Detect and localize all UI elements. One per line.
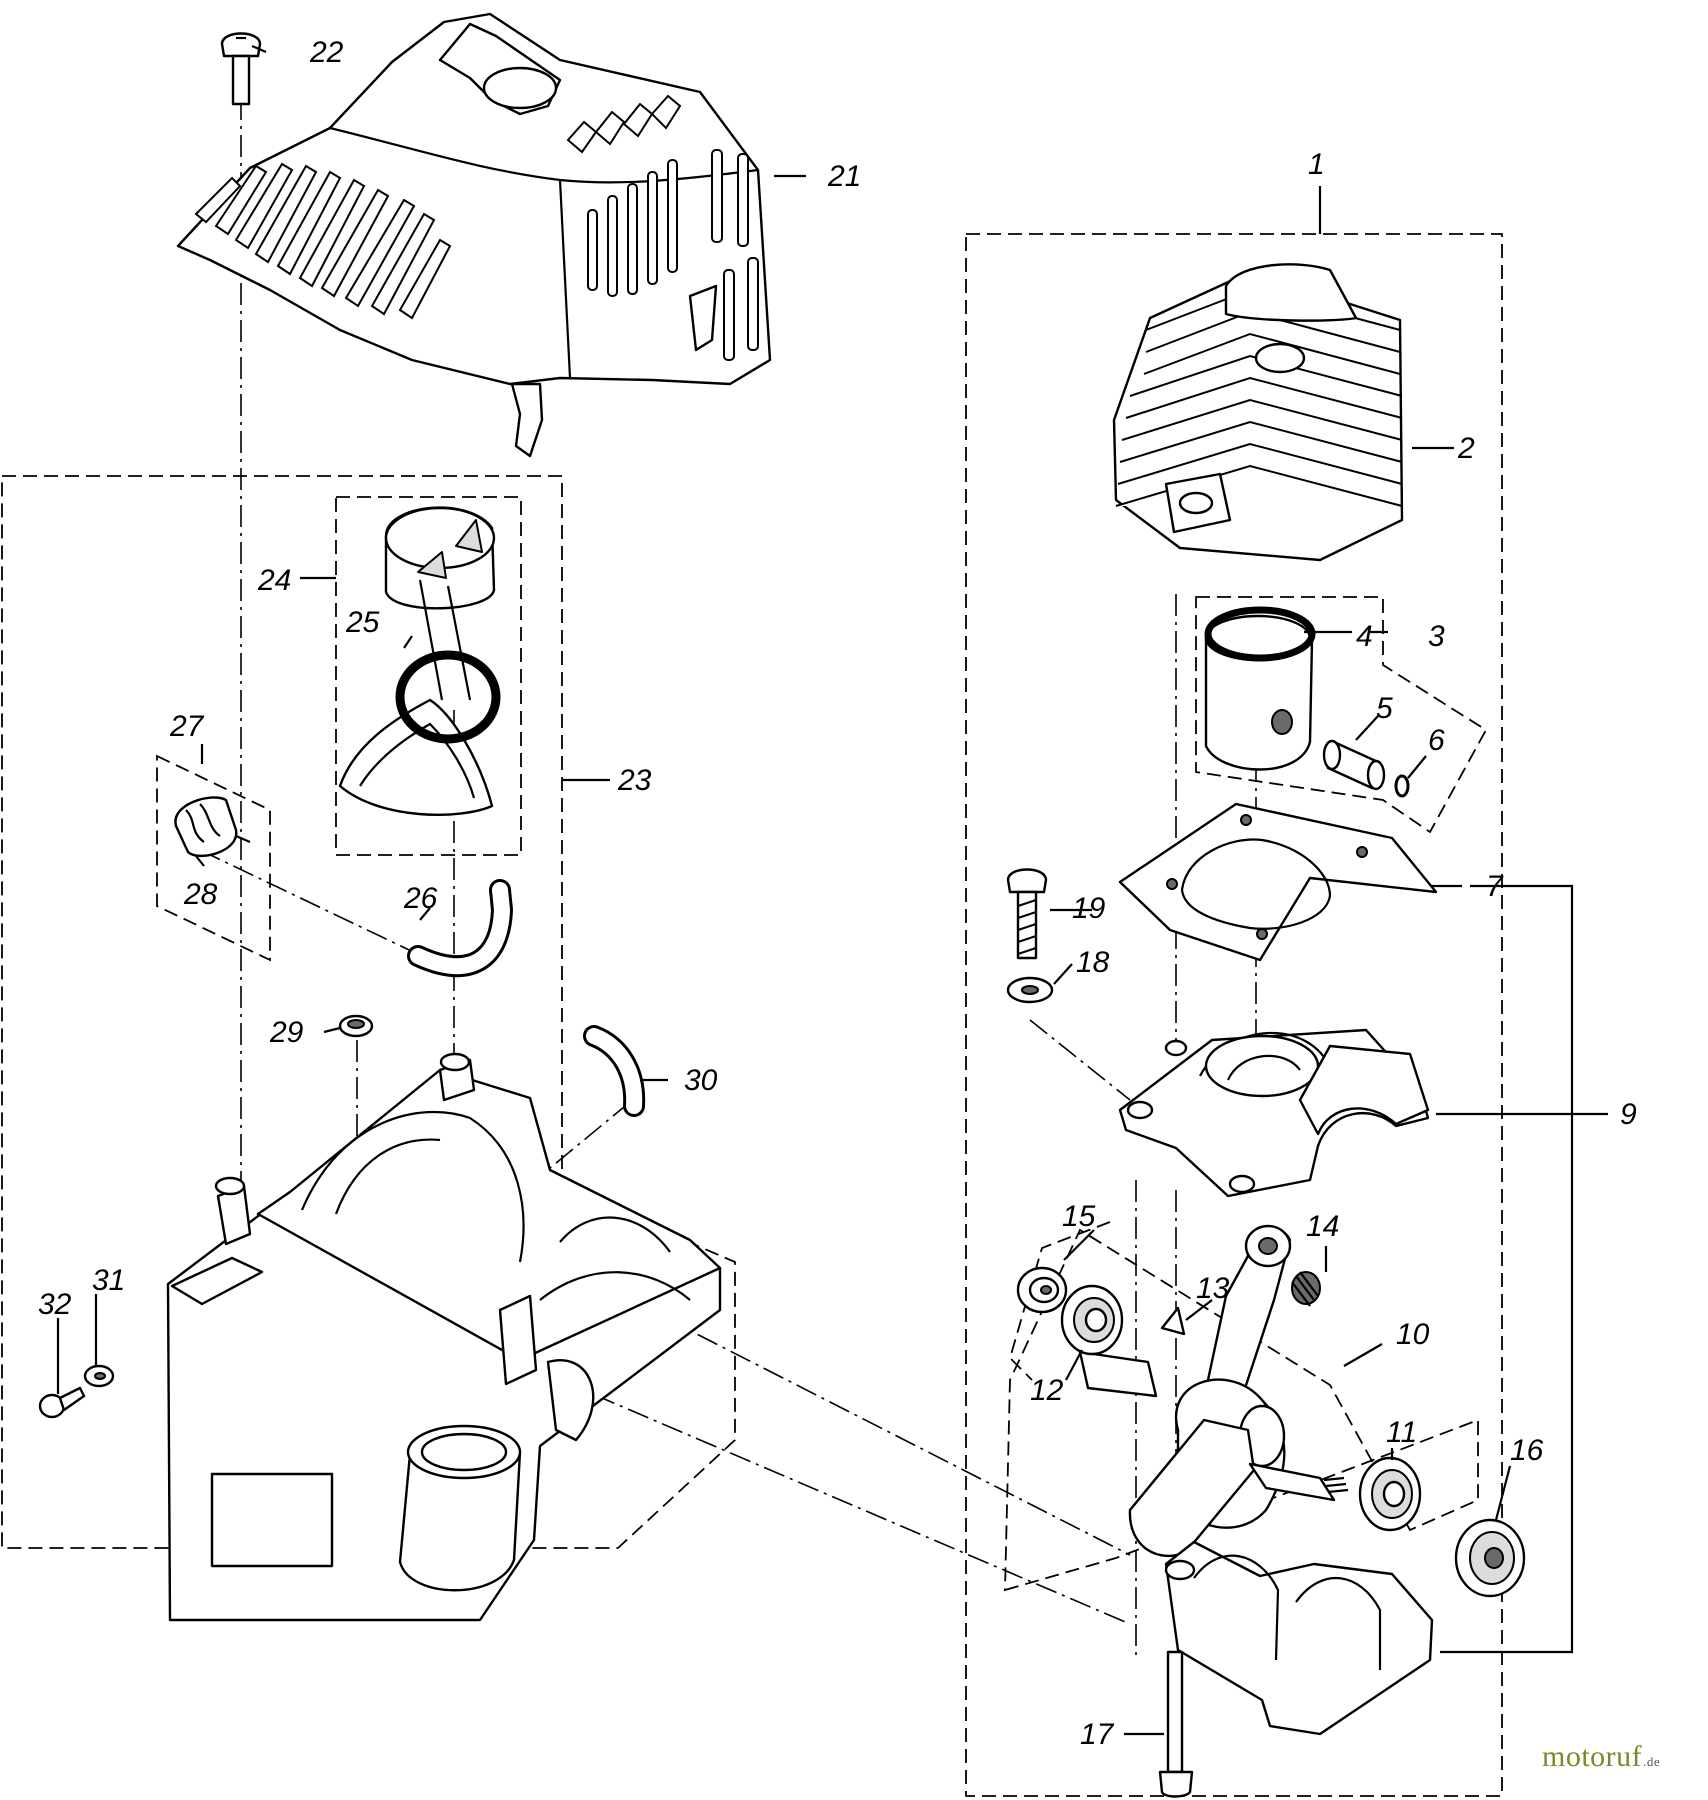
leader-lines bbox=[56, 44, 1608, 1736]
group-box-24 bbox=[335, 496, 522, 856]
label-part-10: 10 bbox=[1396, 1318, 1430, 1351]
grommet-part-29 bbox=[338, 1014, 374, 1038]
label-part-3: 3 bbox=[1428, 620, 1445, 653]
engine-cover-part-21 bbox=[176, 12, 772, 458]
screw-part-32 bbox=[38, 1386, 86, 1419]
label-part-22: 22 bbox=[309, 36, 344, 69]
filter-part-28 bbox=[174, 796, 251, 857]
piston-part-4 bbox=[1204, 606, 1316, 771]
label-part-29: 29 bbox=[269, 1016, 304, 1049]
label-part-23: 23 bbox=[617, 764, 652, 797]
label-part-18: 18 bbox=[1076, 946, 1110, 979]
label-part-4: 4 bbox=[1356, 620, 1373, 653]
label-part-9: 9 bbox=[1620, 1098, 1637, 1131]
label-part-11: 11 bbox=[1386, 1416, 1417, 1449]
label-part-25: 25 bbox=[345, 606, 380, 639]
label-part-31: 31 bbox=[92, 1264, 125, 1297]
crankcase-lower-part-9 bbox=[1164, 1540, 1434, 1736]
cover-vents-top bbox=[566, 94, 682, 154]
cover-vents-left bbox=[194, 162, 452, 320]
label-part-6: 6 bbox=[1428, 724, 1445, 757]
washer-part-31 bbox=[83, 1364, 115, 1388]
label-part-2: 2 bbox=[1457, 432, 1475, 465]
circlip-part-6 bbox=[1394, 774, 1410, 798]
label-part-28: 28 bbox=[183, 878, 218, 911]
vent-hose-part-30 bbox=[583, 1025, 646, 1117]
part-labels: 1 2 3 4 5 6 7 9 10 11 12 13 14 15 16 17 … bbox=[38, 36, 1637, 1751]
group-box-27 bbox=[156, 754, 271, 962]
label-part-14: 14 bbox=[1306, 1210, 1339, 1243]
label-part-19: 19 bbox=[1072, 892, 1106, 925]
ball-bearing-part-12 bbox=[1060, 1284, 1124, 1356]
crankshaft-part-10 bbox=[1078, 1224, 1349, 1558]
label-part-32: 32 bbox=[38, 1288, 72, 1321]
label-part-5: 5 bbox=[1376, 692, 1393, 725]
screw-part-19 bbox=[1006, 868, 1048, 960]
needle-bearing-part-14 bbox=[1291, 1271, 1321, 1307]
cover-vents-side bbox=[587, 149, 759, 361]
label-part-16: 16 bbox=[1510, 1434, 1544, 1467]
o-ring-part-25 bbox=[395, 650, 501, 744]
group-box-3 bbox=[1195, 596, 1488, 834]
label-part-17: 17 bbox=[1080, 1718, 1115, 1751]
label-part-15: 15 bbox=[1062, 1200, 1096, 1233]
oil-seal-part-15 bbox=[1016, 1266, 1068, 1314]
bolt-part-17 bbox=[1158, 1650, 1194, 1798]
fuel-hose-part-26 bbox=[407, 879, 514, 977]
screw-part-22 bbox=[220, 32, 262, 106]
oil-seal-part-16 bbox=[1454, 1518, 1526, 1598]
label-part-27: 27 bbox=[169, 710, 205, 743]
label-part-12: 12 bbox=[1030, 1374, 1064, 1407]
tank-housing-part-23 bbox=[166, 1052, 722, 1622]
label-part-24: 24 bbox=[257, 564, 291, 597]
label-part-30: 30 bbox=[684, 1064, 718, 1097]
group-box-1 bbox=[965, 233, 1503, 1797]
cap-part-24 bbox=[338, 506, 496, 817]
label-part-26: 26 bbox=[403, 882, 438, 915]
washer-part-18 bbox=[1006, 976, 1054, 1004]
cylinder-part-2 bbox=[1112, 263, 1404, 562]
watermark-tld: .de bbox=[1643, 1754, 1661, 1769]
label-part-13: 13 bbox=[1196, 1272, 1230, 1305]
watermark-brand: motoruf bbox=[1542, 1740, 1643, 1773]
piston-pin-part-5 bbox=[1322, 739, 1386, 791]
ball-bearing-part-11 bbox=[1358, 1456, 1422, 1532]
label-part-21: 21 bbox=[827, 160, 861, 193]
crankcase-upper-part-9 bbox=[1118, 1028, 1430, 1198]
label-part-7: 7 bbox=[1486, 870, 1504, 903]
watermark-logo: motoruf.de bbox=[1542, 1740, 1660, 1774]
gasket-part-7 bbox=[1118, 802, 1438, 962]
label-part-1: 1 bbox=[1308, 148, 1325, 181]
